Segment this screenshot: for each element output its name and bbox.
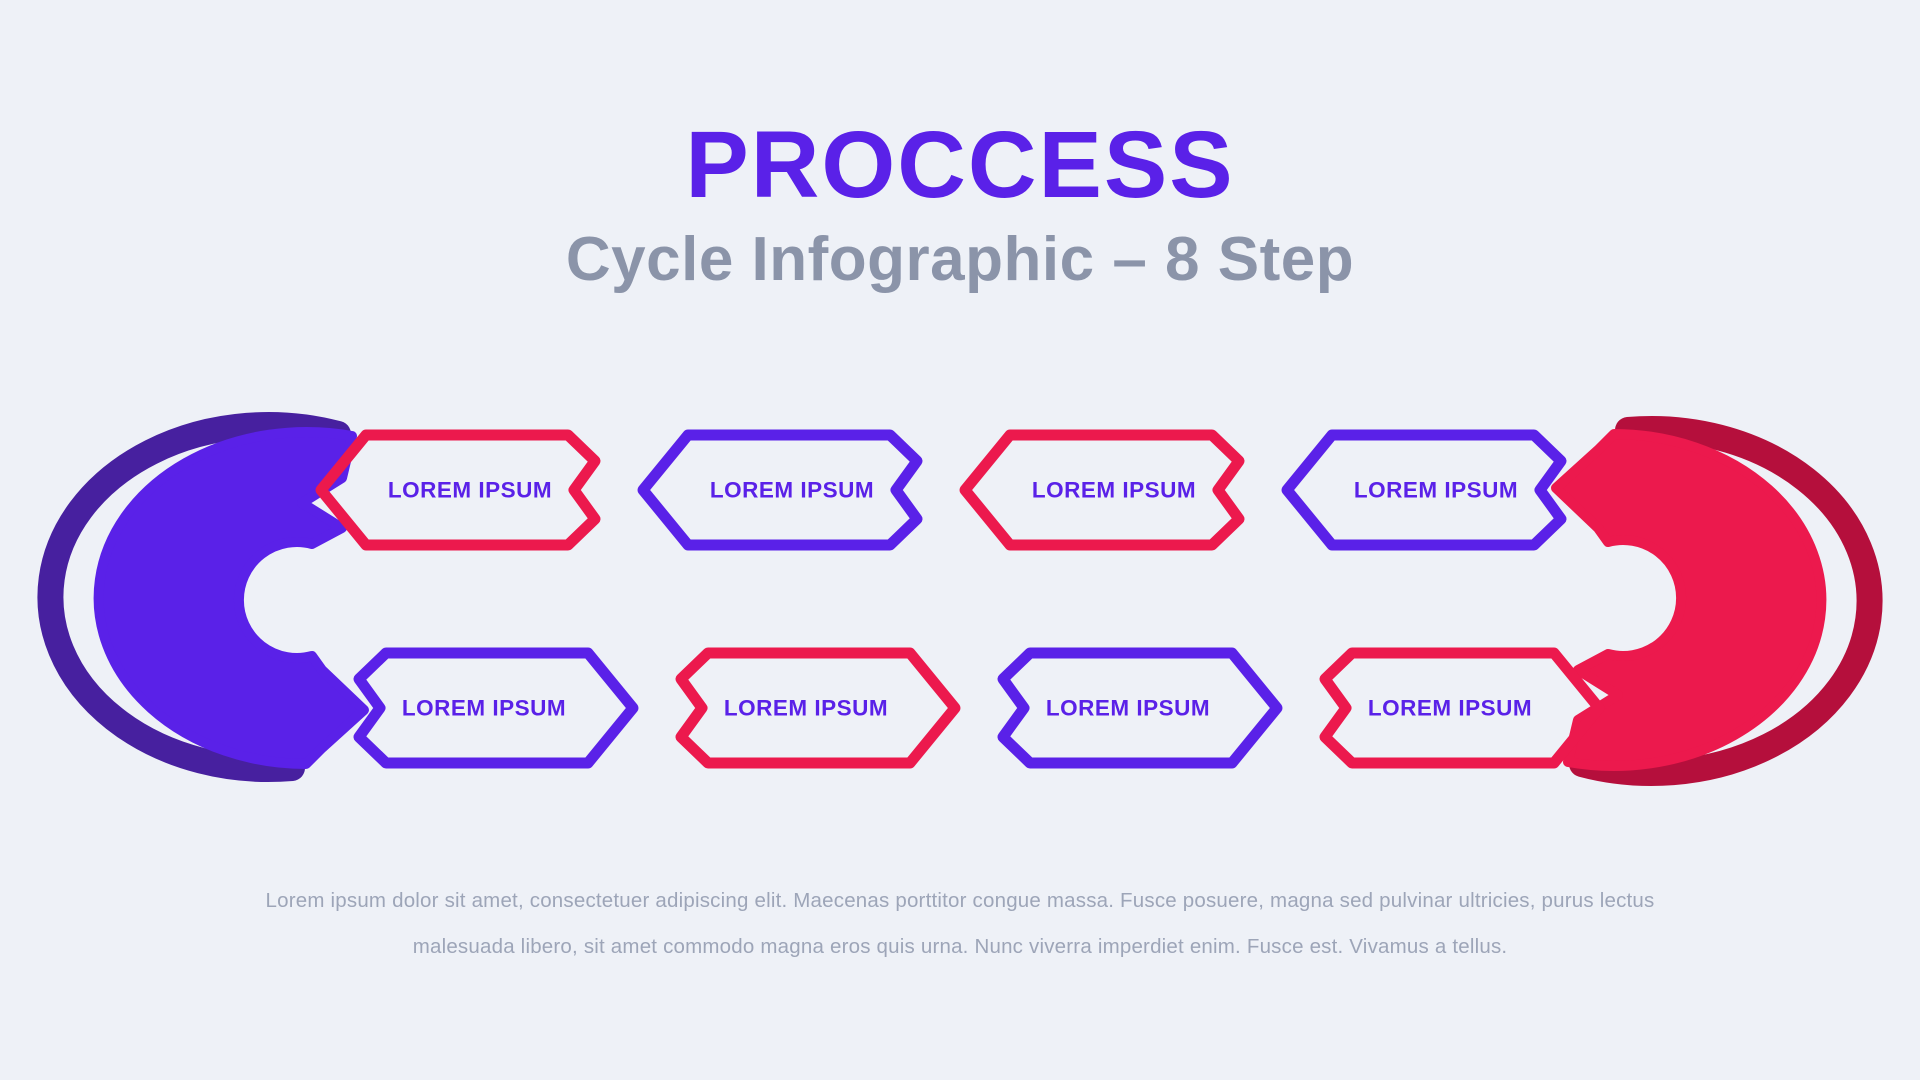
step-label: LOREM IPSUM xyxy=(1032,478,1196,503)
step-label: LOREM IPSUM xyxy=(1368,696,1532,721)
header: PROCCESS Cycle Infographic – 8 Step xyxy=(0,0,1920,291)
step-label: LOREM IPSUM xyxy=(1354,478,1518,503)
right-cycle-connector xyxy=(1556,429,1870,773)
step-label: LOREM IPSUM xyxy=(710,478,874,503)
step-label: LOREM IPSUM xyxy=(402,696,566,721)
page-title: PROCCESS xyxy=(685,112,1235,218)
description-paragraph: Lorem ipsum dolor sit amet, consectetuer… xyxy=(265,889,1655,958)
page-subtitle: Cycle Infographic – 8 Step xyxy=(565,225,1355,294)
step-label: LOREM IPSUM xyxy=(724,696,888,721)
left-cycle-connector xyxy=(50,425,364,769)
step-label: LOREM IPSUM xyxy=(1046,696,1210,721)
step-label: LOREM IPSUM xyxy=(388,478,552,503)
